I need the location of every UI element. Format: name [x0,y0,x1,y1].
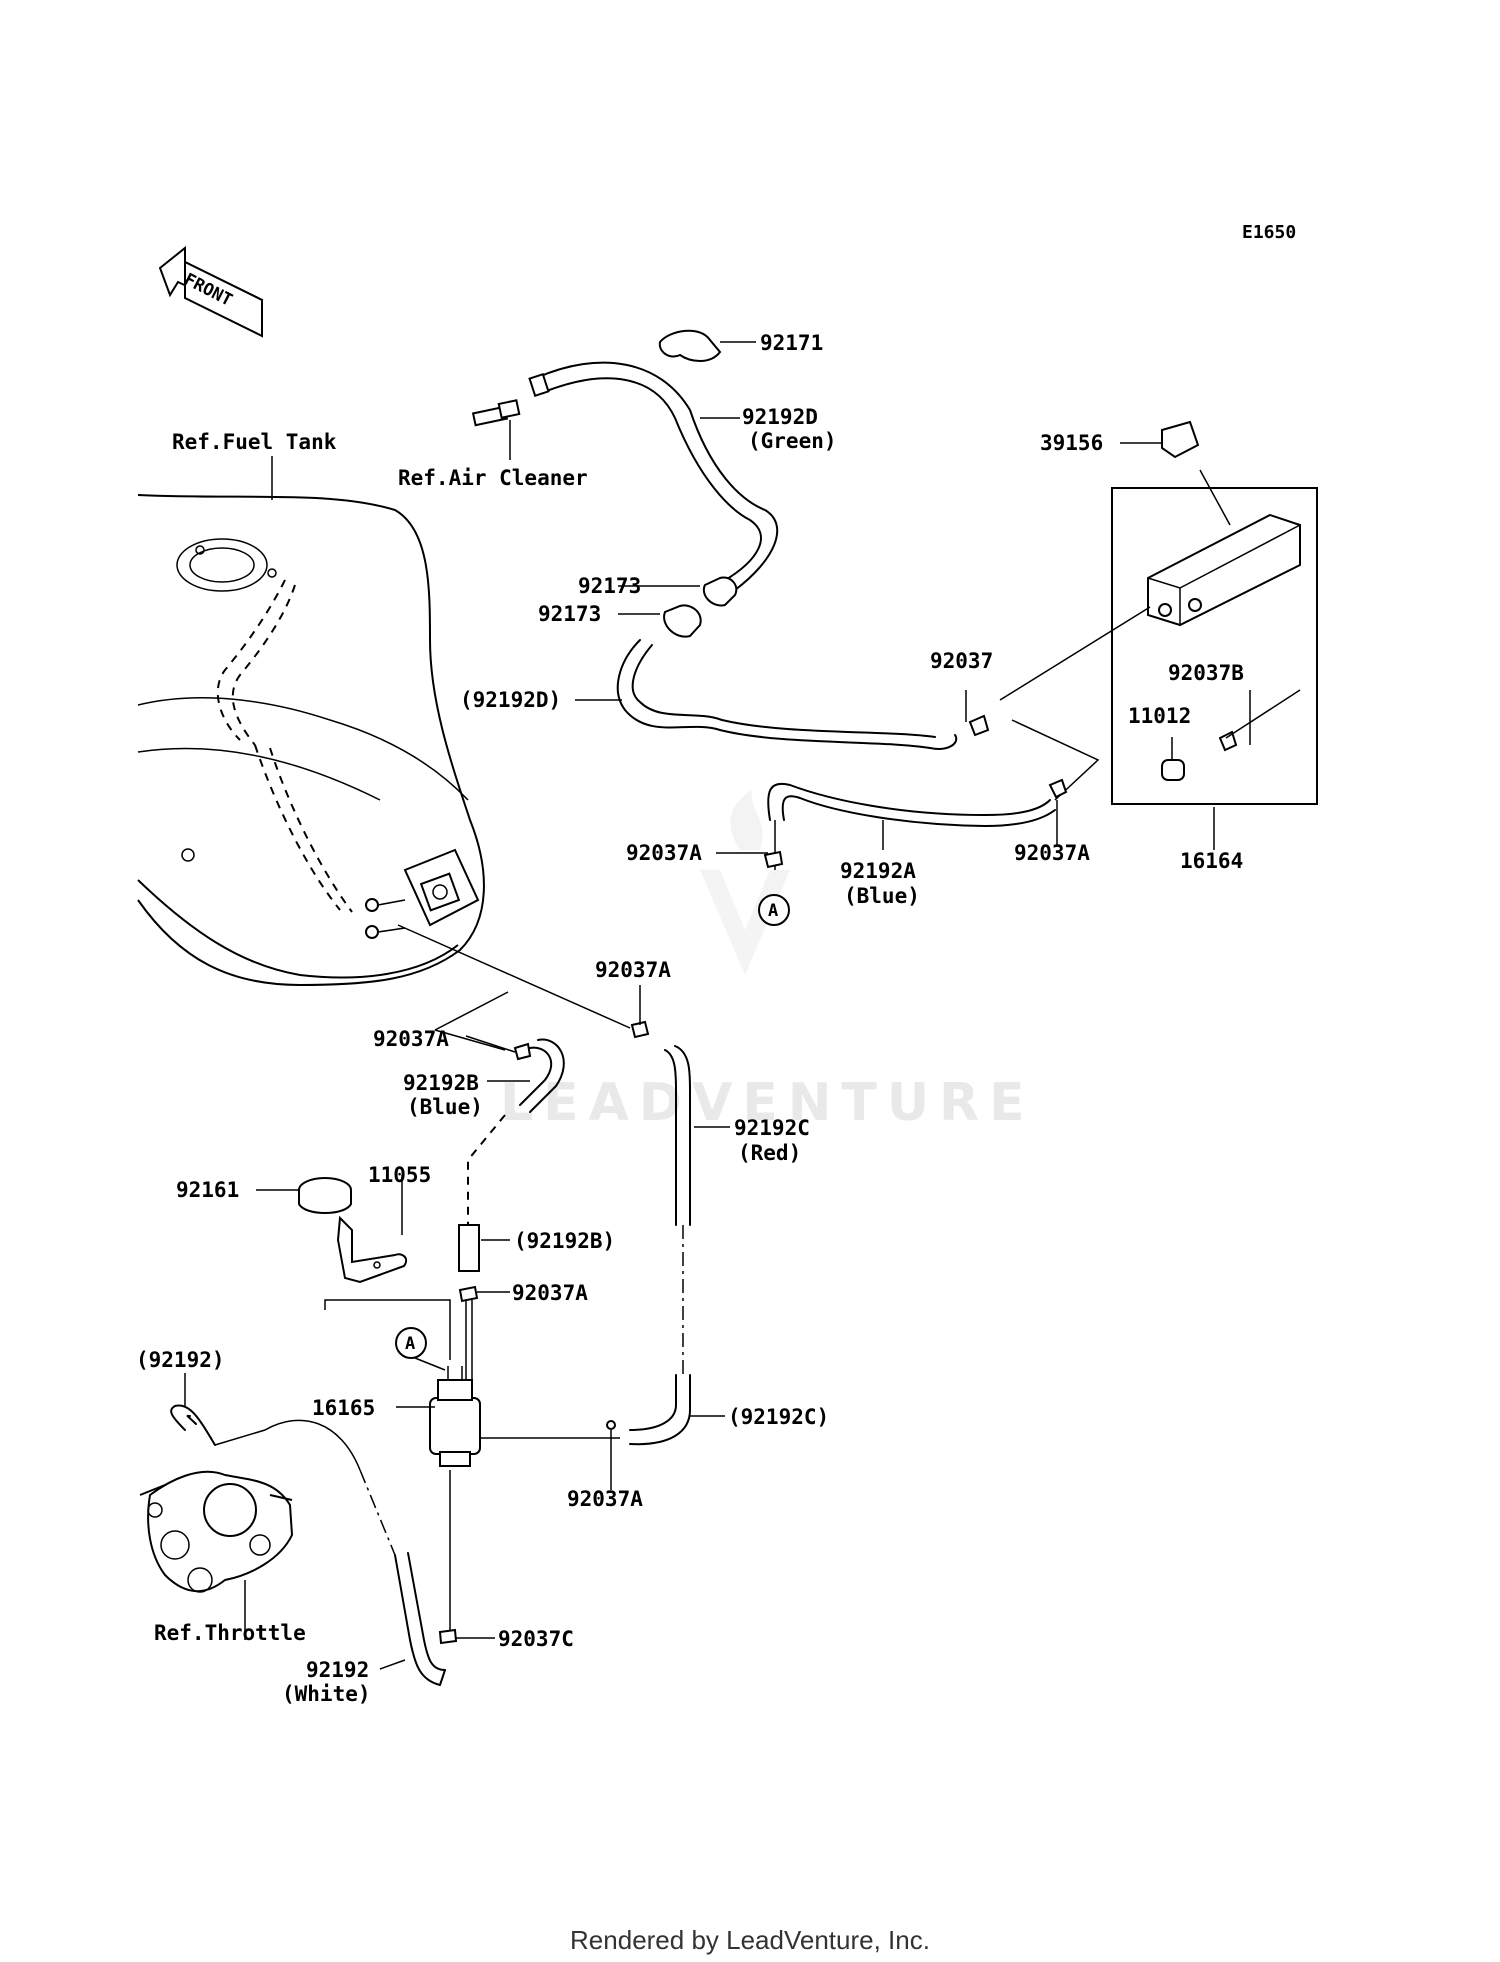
ring-92161 [298,1177,352,1214]
label-92173-lower: 92173 [538,602,601,626]
label-92192b: 92192B [403,1071,479,1095]
front-arrow: FRONT [158,245,264,338]
label-92192a: 92192A [840,859,916,883]
air-cleaner-fitting [471,399,521,460]
ref-fuel-tank-label: Ref.Fuel Tank [172,430,337,454]
canister-group-box [1111,487,1318,805]
cap-39156 [1161,420,1200,459]
diagram-code: E1650 [1242,222,1296,243]
connector-a-upper-label: A [768,901,778,921]
connector-a-upper: A [758,894,790,926]
label-92192d-ref: (92192D) [460,688,561,712]
hose-92192-white [394,1554,446,1686]
footer-credit: Rendered by LeadVenture, Inc. [570,1925,930,1955]
label-92192d-color: (Green) [748,429,837,453]
label-92192-ref: (92192) [136,1348,225,1372]
plug-11012 [1161,737,1185,781]
label-92037c: 92037C [498,1627,574,1651]
clamp-92037-right [968,714,990,737]
ref-air-cleaner-label: Ref.Air Cleaner [398,466,588,490]
label-92037a-3: 92037A [595,958,671,982]
label-92192c-color: (Red) [738,1141,801,1165]
clamp-92037B [1218,730,1238,752]
connector-a-lower-label: A [405,1334,415,1354]
clamp-92037C [438,1628,458,1645]
label-92161: 92161 [176,1178,239,1202]
label-92037a-4: 92037A [373,1027,449,1051]
throttle-body-illustration [139,1470,294,1640]
clamp-92037A-filter-right [606,1420,616,1430]
hose-92192b-lower-section [458,1224,480,1272]
clamp-92037A-near-A [763,850,784,869]
clamp-92037A-upper-right [1048,778,1068,799]
label-92192: 92192 [306,1658,369,1682]
clip-92173-lower [663,604,702,638]
label-92192b-color: (Blue) [407,1095,483,1119]
label-11012: 11012 [1128,704,1191,728]
label-92192d: 92192D [742,405,818,429]
label-92037b: 92037B [1168,661,1244,685]
hose-92192b [519,1046,553,1106]
fuel-tank-illustration [137,494,485,987]
label-92192-color: (White) [282,1682,371,1706]
clamp-92037A-mid-left [458,1285,479,1303]
label-92037a-2: 92037A [1014,841,1090,865]
label-11055: 11055 [368,1163,431,1187]
watermark-text: LEADVENTURE [500,1073,1035,1133]
clip-92171 [658,329,722,362]
connector-a-lower: A [395,1327,427,1359]
label-92037a-5: 92037A [512,1281,588,1305]
label-92171: 92171 [760,331,823,355]
ref-throttle-label: Ref.Throttle [154,1621,306,1645]
label-16164: 16164 [1180,849,1243,873]
label-92192c: 92192C [734,1116,810,1140]
label-39156: 39156 [1040,431,1103,455]
label-92037a-6: 92037A [567,1487,643,1511]
label-92192b-ref: (92192B) [514,1229,615,1253]
label-92192c-ref: (92192C) [728,1405,829,1429]
label-92037a-1: 92037A [626,841,702,865]
canister-39156 [1147,513,1301,627]
hose-92192a [767,782,1051,821]
bracket-11055 [336,1215,408,1284]
label-92192a-color: (Blue) [844,884,920,908]
label-16165: 16165 [312,1396,375,1420]
clamp-92037A-92192B [513,1042,532,1061]
label-92037: 92037 [930,649,993,673]
clip-92173-upper [702,576,738,607]
hose-92192c [664,1049,677,1226]
watermark-logo [700,790,790,975]
label-92173-upper: 92173 [578,574,641,598]
fuel-filter-16165 [429,1366,620,1467]
hose-92192d [535,361,779,591]
